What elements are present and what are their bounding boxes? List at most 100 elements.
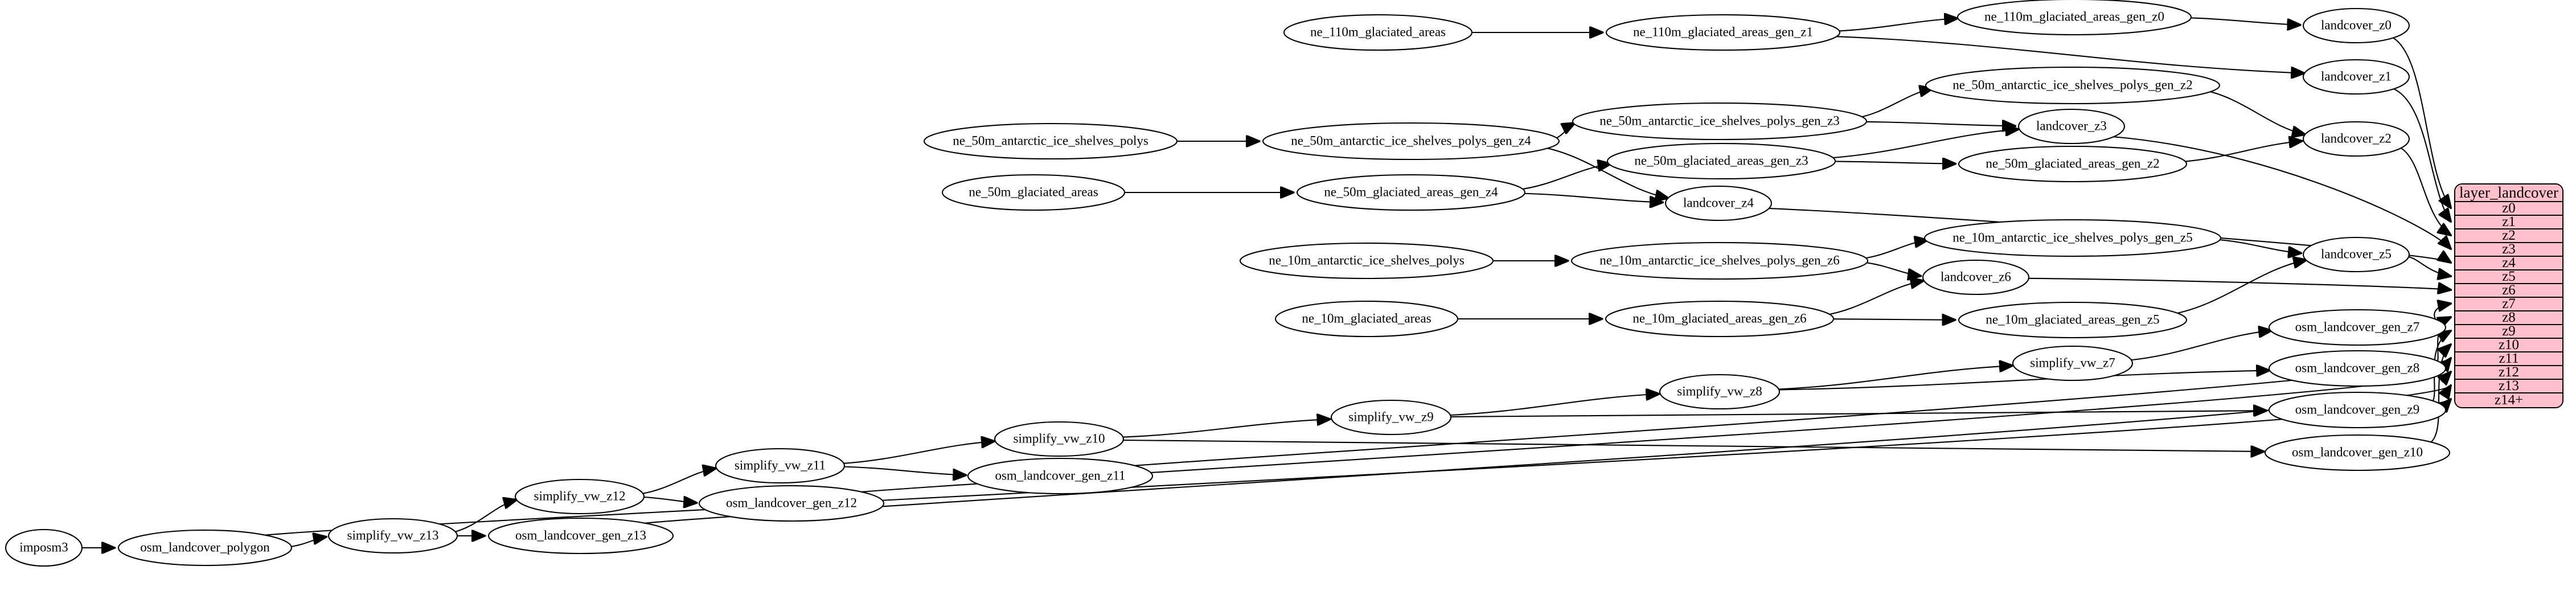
node-simplify_vw_z11[interactable]: simplify_vw_z11 [715,448,846,484]
node-simplify_vw_z10[interactable]: simplify_vw_z10 [994,421,1125,457]
node-landcover_z4[interactable]: landcover_z4 [1664,185,1773,222]
table-row-z11[interactable]: z11 [2455,351,2562,366]
node-shape-ne_50m_glaciated_areas_gen_z4[interactable] [1296,174,1526,211]
table-row-z7[interactable]: z7 [2455,296,2562,311]
node-shape-ne_110m_glaciated_areas_gen_z0[interactable] [1957,0,2192,36]
node-shape-ne_10m_antarctic_ice_shelves_polys_gen_z6[interactable] [1570,241,1869,280]
node-shape-simplify_vw_z8[interactable] [1659,374,1781,410]
table-row-z5[interactable]: z5 [2455,269,2562,284]
node-ne_110m_glaciated_areas[interactable]: ne_110m_glaciated_areas [1283,14,1473,51]
node-ne_110m_glaciated_areas_gen_z1[interactable]: ne_110m_glaciated_areas_gen_z1 [1605,14,1841,51]
node-landcover_z3[interactable]: landcover_z3 [2017,108,2126,145]
table-row-z2[interactable]: z2 [2455,228,2562,243]
node-simplify_vw_z12[interactable]: simplify_vw_z12 [514,478,645,515]
node-shape-simplify_vw_z11[interactable] [715,448,846,484]
node-ne_50m_antarctic_ice_shelves_polys_gen_z4[interactable]: ne_50m_antarctic_ice_shelves_polys_gen_z… [1262,122,1560,161]
node-shape-osm_landcover_gen_z9[interactable] [2268,391,2447,429]
node-shape-osm_landcover_gen_z10[interactable] [2264,434,2451,471]
node-ne_10m_antarctic_ice_shelves_polys_gen_z6[interactable]: ne_10m_antarctic_ice_shelves_polys_gen_z… [1570,241,1869,280]
node-ne_10m_antarctic_ice_shelves_polys_gen_z5[interactable]: ne_10m_antarctic_ice_shelves_polys_gen_z… [1923,219,2222,257]
node-ne_10m_glaciated_areas_gen_z6[interactable]: ne_10m_glaciated_areas_gen_z6 [1605,300,1835,338]
node-simplify_vw_z9[interactable]: simplify_vw_z9 [1330,399,1452,436]
node-shape-ne_50m_antarctic_ice_shelves_polys_gen_z4[interactable] [1262,122,1560,161]
node-ne_50m_glaciated_areas_gen_z3[interactable]: ne_50m_glaciated_areas_gen_z3 [1606,142,1836,180]
node-ne_50m_glaciated_areas_gen_z4[interactable]: ne_50m_glaciated_areas_gen_z4 [1296,174,1526,211]
node-shape-ne_10m_antarctic_ice_shelves_polys_gen_z5[interactable] [1923,219,2222,257]
node-shape-landcover_z2[interactable] [2302,121,2410,157]
node-ne_50m_glaciated_areas_gen_z2[interactable]: ne_50m_glaciated_areas_gen_z2 [1958,145,2188,183]
node-shape-landcover_z1[interactable] [2302,59,2410,95]
node-shape-landcover_z5[interactable] [2302,236,2410,273]
node-shape-simplify_vw_z10[interactable] [994,421,1125,457]
node-landcover_z2[interactable]: landcover_z2 [2302,121,2410,157]
table-row-z14+[interactable]: z14+ [2455,392,2562,407]
node-shape-simplify_vw_z9[interactable] [1330,399,1452,436]
node-shape-landcover_z4[interactable] [1664,185,1773,222]
node-shape-imposm3[interactable] [5,528,83,567]
node-landcover_z1[interactable]: landcover_z1 [2302,59,2410,95]
node-shape-osm_landcover_gen_z13[interactable] [487,517,674,555]
node-label-ne_50m_antarctic_ice_shelves_polys_gen_z4: ne_50m_antarctic_ice_shelves_polys_gen_z… [1291,133,1531,147]
table-row-z4[interactable]: z4 [2455,255,2562,270]
node-landcover_z5[interactable]: landcover_z5 [2302,236,2410,273]
node-shape-simplify_vw_z13[interactable] [327,518,458,554]
node-shape-landcover_z6[interactable] [1922,259,2030,296]
node-osm_landcover_gen_z13[interactable]: osm_landcover_gen_z13 [487,517,674,555]
node-osm_landcover_gen_z9[interactable]: osm_landcover_gen_z9 [2268,391,2447,429]
node-imposm3[interactable]: imposm3 [5,528,83,567]
node-osm_landcover_gen_z11[interactable]: osm_landcover_gen_z11 [967,457,1154,495]
node-shape-osm_landcover_polygon[interactable] [117,529,293,567]
table-row-z6[interactable]: z6 [2455,282,2562,298]
node-shape-ne_50m_glaciated_areas[interactable] [941,174,1126,211]
node-shape-ne_10m_glaciated_areas_gen_z5[interactable] [1958,301,2188,339]
table-row-z0[interactable]: z0 [2455,200,2562,216]
node-landcover_z6[interactable]: landcover_z6 [1922,259,2030,296]
table-row-z9[interactable]: z9 [2455,323,2562,339]
edge-simplify_vw_z11-to-simplify_vw_z10 [840,441,994,465]
node-shape-landcover_z0[interactable] [2302,7,2410,44]
table-row-z13[interactable]: z13 [2455,378,2562,393]
node-osm_landcover_polygon[interactable]: osm_landcover_polygon [117,529,293,567]
node-ne_50m_antarctic_ice_shelves_polys_gen_z3[interactable]: ne_50m_antarctic_ice_shelves_polys_gen_z… [1572,102,1868,141]
table-row-z12[interactable]: z12 [2455,364,2562,380]
node-osm_landcover_gen_z12[interactable]: osm_landcover_gen_z12 [698,485,885,522]
node-shape-ne_10m_glaciated_areas_gen_z6[interactable] [1605,300,1835,338]
node-shape-ne_50m_antarctic_ice_shelves_polys_gen_z3[interactable] [1572,102,1868,141]
node-osm_landcover_gen_z10[interactable]: osm_landcover_gen_z10 [2264,434,2451,471]
table-row-z8[interactable]: z8 [2455,310,2562,325]
table-row-z3[interactable]: z3 [2455,241,2562,257]
node-shape-ne_50m_antarctic_ice_shelves_polys[interactable] [923,122,1178,160]
table-row-z1[interactable]: z1 [2455,214,2562,229]
node-simplify_vw_z8[interactable]: simplify_vw_z8 [1659,374,1781,410]
node-shape-osm_landcover_gen_z7[interactable] [2268,309,2447,346]
node-osm_landcover_gen_z8[interactable]: osm_landcover_gen_z8 [2268,350,2447,387]
node-shape-ne_50m_antarctic_ice_shelves_polys_gen_z2[interactable] [1925,66,2221,105]
node-shape-osm_landcover_gen_z12[interactable] [698,485,885,522]
table-row-z10[interactable]: z10 [2455,337,2562,352]
node-shape-simplify_vw_z12[interactable] [514,478,645,515]
node-label-landcover_z5: landcover_z5 [2321,247,2392,261]
node-shape-ne_10m_glaciated_areas[interactable] [1274,300,1459,338]
node-ne_10m_glaciated_areas_gen_z5[interactable]: ne_10m_glaciated_areas_gen_z5 [1958,301,2188,339]
node-landcover_z0[interactable]: landcover_z0 [2302,7,2410,44]
node-simplify_vw_z7[interactable]: simplify_vw_z7 [2012,345,2134,382]
node-osm_landcover_gen_z7[interactable]: osm_landcover_gen_z7 [2268,309,2447,346]
node-shape-ne_50m_glaciated_areas_gen_z3[interactable] [1606,142,1836,180]
node-shape-ne_110m_glaciated_areas_gen_z1[interactable] [1605,14,1841,51]
node-ne_110m_glaciated_areas_gen_z0[interactable]: ne_110m_glaciated_areas_gen_z0 [1957,0,2192,36]
node-simplify_vw_z13[interactable]: simplify_vw_z13 [327,518,458,554]
node-shape-osm_landcover_gen_z11[interactable] [967,457,1154,495]
node-shape-landcover_z3[interactable] [2017,108,2126,145]
node-shape-ne_110m_glaciated_areas[interactable] [1283,14,1473,51]
node-shape-ne_10m_antarctic_ice_shelves_polys[interactable] [1239,242,1494,280]
node-shape-simplify_vw_z7[interactable] [2012,345,2134,382]
node-ne_50m_antarctic_ice_shelves_polys[interactable]: ne_50m_antarctic_ice_shelves_polys [923,122,1178,160]
node-shape-ne_50m_glaciated_areas_gen_z2[interactable] [1958,145,2188,183]
node-ne_50m_glaciated_areas[interactable]: ne_50m_glaciated_areas [941,174,1126,211]
node-shape-osm_landcover_gen_z8[interactable] [2268,350,2447,387]
node-ne_10m_glaciated_areas[interactable]: ne_10m_glaciated_areas [1274,300,1459,338]
node-label-ne_50m_antarctic_ice_shelves_polys: ne_50m_antarctic_ice_shelves_polys [953,133,1148,147]
node-ne_50m_antarctic_ice_shelves_polys_gen_z2[interactable]: ne_50m_antarctic_ice_shelves_polys_gen_z… [1925,66,2221,105]
node-ne_10m_antarctic_ice_shelves_polys[interactable]: ne_10m_antarctic_ice_shelves_polys [1239,242,1494,280]
